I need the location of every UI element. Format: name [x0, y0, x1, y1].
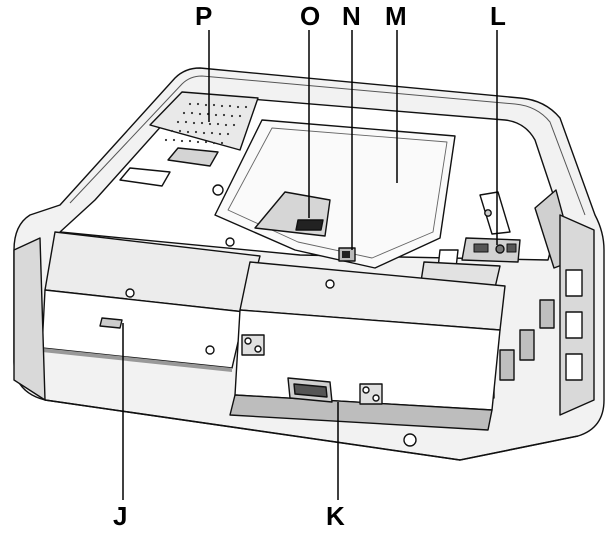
left-battery-pack	[41, 231, 261, 372]
release-switch	[338, 247, 356, 262]
speaker-grille	[149, 91, 259, 151]
battery-handle	[287, 377, 333, 403]
callout-label-j: J	[113, 501, 128, 531]
callout-label-p: P	[195, 1, 213, 31]
callout-label-k: K	[326, 501, 345, 531]
callout-label-m: M	[385, 1, 407, 31]
callout-label-o: O	[300, 1, 321, 31]
right-battery-pack	[229, 261, 506, 431]
leader-lines	[122, 30, 498, 500]
callout-label-n: N	[342, 1, 361, 31]
cover-latch	[254, 191, 331, 237]
callout-label-l: L	[490, 1, 506, 31]
battery-latches	[241, 334, 383, 405]
